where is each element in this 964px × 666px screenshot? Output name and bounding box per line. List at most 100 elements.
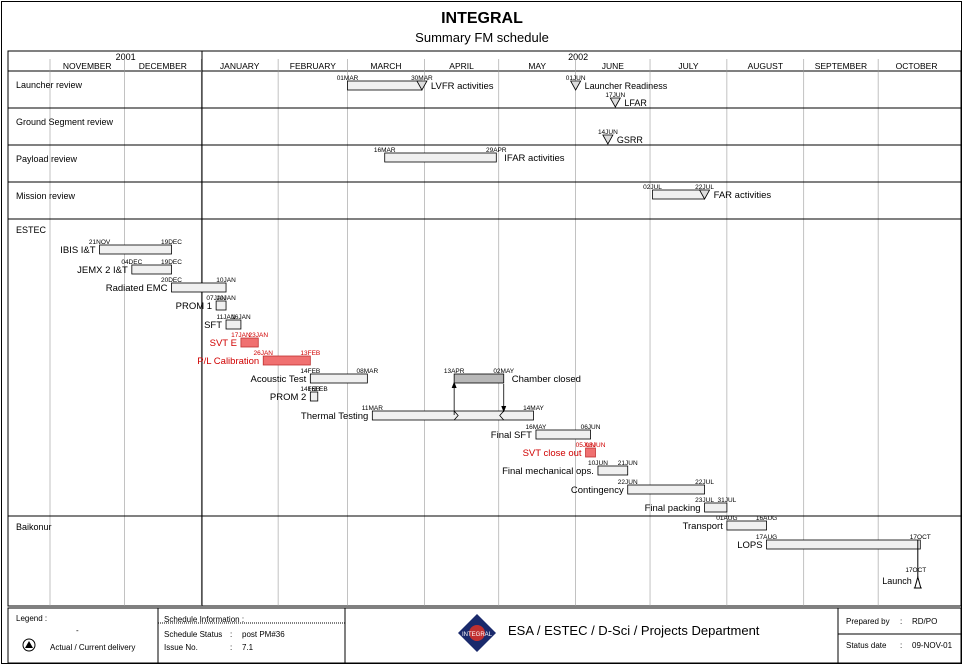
section-label: Mission review [16, 191, 76, 201]
task-end-date: 16JAN [231, 314, 251, 321]
chevron-right-icon [453, 410, 459, 421]
legend-item: Actual / Current delivery [50, 643, 136, 652]
logo-text: INTEGRAL [462, 632, 493, 638]
task-start-date: 23JUL [695, 497, 714, 504]
task-end-date: 29APR [486, 147, 507, 154]
task-bar [384, 152, 497, 163]
task-label: SVT close out [523, 448, 582, 459]
task-bar [225, 319, 242, 330]
task-end-date: 13FEB [300, 350, 320, 357]
task-label: SVT E [210, 338, 237, 349]
task-bar [371, 410, 534, 421]
legend-dash: - [76, 626, 79, 635]
task-end-date: 17OCT [910, 534, 931, 541]
task-label: FAR activities [714, 190, 772, 201]
task-end-date: 10JAN [216, 295, 236, 302]
task-label: Acoustic Test [251, 374, 307, 385]
task-start-date: 04DEC [121, 259, 142, 266]
month-label: SEPTEMBER [815, 61, 867, 71]
task-end-date: 08JUN [586, 442, 606, 449]
task-start-date: 02JUL [643, 184, 662, 191]
month-label: APRIL [449, 61, 474, 71]
task-bar [766, 539, 921, 550]
task-start-date: 17JAN [231, 332, 251, 339]
task-bar [347, 80, 423, 91]
task-label: Transport [683, 521, 724, 532]
year-label: 2002 [568, 52, 588, 62]
task-label: PROM 1 [176, 301, 212, 312]
task-label: LFAR [624, 98, 647, 108]
month-label: MAY [528, 61, 546, 71]
month-label: FEBRUARY [290, 61, 336, 71]
arrow-up-icon [451, 381, 457, 389]
task-label: Final packing [645, 503, 701, 514]
section-label: ESTEC [16, 225, 47, 235]
task-start-date: 10JUN [588, 460, 608, 467]
task-start-date: 01MAR [337, 75, 359, 82]
task-bar [309, 373, 368, 384]
task-end-date: 16FEB [308, 386, 328, 393]
month-label: MARCH [370, 61, 401, 71]
department-name: ESA / ESTEC / D-Sci / Projects Departmen… [508, 623, 760, 638]
launch-rocket-icon [913, 575, 922, 589]
task-start-date: 11JAN [217, 314, 236, 321]
status-colon: : [230, 630, 233, 639]
task-label: SFT [204, 320, 222, 331]
prepared-colon: : [900, 617, 903, 626]
task-label: P/L Calibration [197, 356, 259, 367]
month-label: AUGUST [748, 61, 783, 71]
task-label: LOPS [737, 540, 762, 551]
milestone-triangle-icon [609, 97, 621, 108]
task-start-date: 16MAR [374, 147, 396, 154]
task-end-date: 19DEC [161, 259, 182, 266]
footer-border [7, 607, 962, 664]
chart-border [7, 50, 962, 607]
task-end-date: 30MAR [411, 75, 433, 82]
task-end-date: 21JUN [618, 460, 638, 467]
task-label: Chamber closed [512, 374, 581, 385]
milestone-triangle-icon [416, 80, 428, 91]
task-start-date: 07JAN [206, 295, 226, 302]
task-start-date: 11MAR [362, 405, 383, 412]
task-bar [262, 355, 311, 366]
task-bar [215, 300, 227, 311]
task-start-date: 16MAY [526, 424, 547, 431]
year-label: 2001 [116, 52, 136, 62]
task-label: Launch [882, 576, 912, 586]
task-start-date: 01AUG [716, 515, 737, 522]
legend-label: Legend : [16, 614, 48, 623]
task-end-date: 14MAY [523, 405, 544, 412]
task-label: LVFR activities [431, 81, 494, 92]
task-end-date: 08MAR [357, 368, 379, 375]
task-start-date: 14FEB [300, 386, 320, 393]
task-start-date: 14FEB [300, 368, 320, 375]
task-bar [726, 520, 767, 531]
milestone-date-label: 01JUN [566, 75, 586, 82]
prepared-label: Prepared by [846, 617, 890, 626]
task-bar [131, 264, 172, 275]
date-colon: : [900, 641, 903, 650]
date-label: Status date [846, 641, 887, 650]
issue-value: 7.1 [242, 643, 254, 652]
section-label: Payload review [16, 154, 78, 164]
task-end-date: 10JAN [216, 277, 236, 284]
task-bar [309, 391, 319, 402]
issue-label: Issue No. [164, 643, 198, 652]
milestone-triangle-icon [569, 80, 582, 91]
task-label: Final mechanical ops. [502, 466, 594, 477]
task-start-date: 13APR [444, 368, 465, 375]
task-end-date: 31JUL [717, 497, 736, 504]
task-start-date: 26JAN [253, 350, 273, 357]
task-end-date: 06JUN [581, 424, 601, 431]
task-label: IFAR activities [504, 153, 564, 164]
task-start-date: 20DEC [161, 277, 182, 284]
arrow-down-icon [501, 405, 507, 413]
task-start-date: 21NOV [89, 239, 111, 246]
task-end-date: 16AUG [756, 515, 777, 522]
integral-logo-icon: INTEGRAL [458, 614, 496, 652]
task-label: Launcher Readiness [585, 81, 668, 91]
section-label: Ground Segment review [16, 117, 114, 127]
page-title: INTEGRAL [441, 10, 523, 27]
task-end-date: 02MAY [493, 368, 514, 375]
